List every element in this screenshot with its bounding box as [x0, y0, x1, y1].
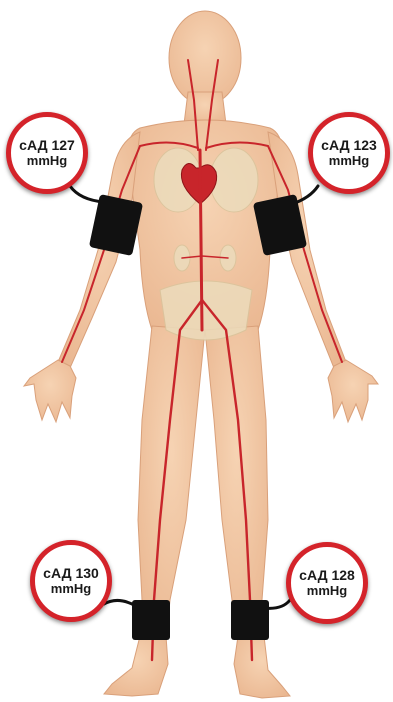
bp-value-left-ankle: сАД 130 [43, 565, 99, 581]
head [169, 11, 241, 105]
bp-unit-left-ankle: mmHg [51, 582, 91, 597]
rib-right [210, 148, 258, 212]
tube-left-arm [70, 186, 104, 202]
bp-value-right-ankle: сАД 128 [299, 567, 355, 583]
hand-left [24, 360, 76, 422]
bp-badge-right-ankle: сАД 128 mmHg [286, 542, 368, 624]
tube-left-ankle [104, 600, 136, 606]
bp-badge-right-arm: сАД 123 mmHg [308, 112, 390, 194]
bp-value-left-arm: сАД 127 [19, 137, 75, 153]
bp-badge-left-ankle: сАД 130 mmHg [30, 540, 112, 622]
foot-left [104, 636, 168, 696]
bp-unit-left-arm: mmHg [27, 154, 67, 169]
pelvis [160, 281, 252, 340]
neck [184, 92, 226, 124]
cuff-left-arm [89, 194, 143, 256]
bp-badge-left-arm: сАД 127 mmHg [6, 112, 88, 194]
foot-right [234, 636, 290, 698]
bp-value-right-arm: сАД 123 [321, 137, 377, 153]
leg-left [138, 326, 205, 640]
cuff-left-ankle [132, 600, 170, 640]
cuff-right-ankle [231, 600, 269, 640]
bp-unit-right-ankle: mmHg [307, 584, 347, 599]
hand-right [328, 360, 378, 422]
bp-unit-right-arm: mmHg [329, 154, 369, 169]
leg-right [205, 326, 268, 640]
